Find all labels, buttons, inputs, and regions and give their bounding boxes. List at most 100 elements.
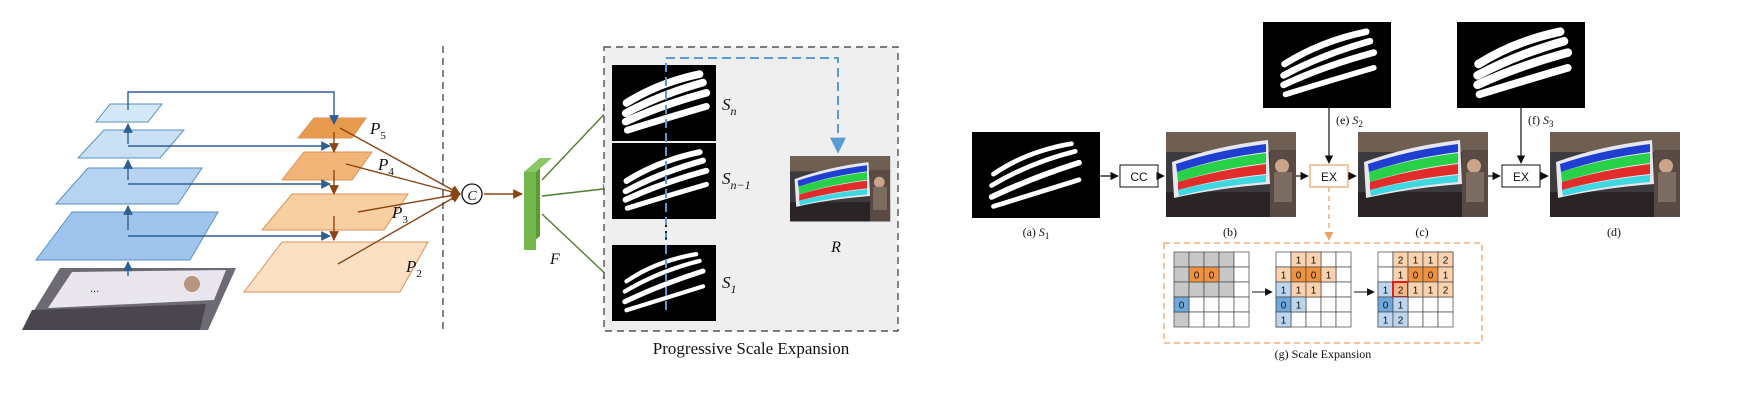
kernel-sn-1-label: Sn−1 xyxy=(722,169,751,192)
grid-cell xyxy=(1188,281,1205,298)
svg-text:C: C xyxy=(467,189,477,204)
expansion-path xyxy=(665,57,846,310)
grid-cell xyxy=(1173,266,1190,283)
grid-cell xyxy=(1218,296,1235,313)
grid-cell-value: 1 xyxy=(1383,286,1389,297)
grid-cell xyxy=(1407,311,1424,328)
grid-cell-filled xyxy=(1275,311,1292,328)
banner-text: ... xyxy=(90,283,99,295)
grid-cell xyxy=(1335,266,1352,283)
grid-cell xyxy=(1275,251,1292,268)
grid-cell xyxy=(1320,296,1337,313)
ex-box-1: EX xyxy=(1309,164,1349,188)
grid-cell-value: 1 xyxy=(1428,256,1434,267)
panel-b xyxy=(1166,132,1296,217)
grid-cell-value: 1 xyxy=(1311,256,1317,267)
grid-cell xyxy=(1203,311,1220,328)
grid-cell-filled xyxy=(1203,266,1220,283)
grid-cell-value: 1 xyxy=(1311,286,1317,297)
grid-cell-value: 2 xyxy=(1398,316,1404,327)
svg-text:CC: CC xyxy=(1130,170,1148,184)
grid-cell xyxy=(1290,311,1307,328)
grid-cell-value: 2 xyxy=(1443,256,1449,267)
grid-cell-value: 0 xyxy=(1209,271,1215,282)
grid-cell-value: 0 xyxy=(1383,301,1389,312)
grid-cell-filled xyxy=(1305,281,1322,298)
grid-cell xyxy=(1203,251,1220,268)
grid-cell-value: 1 xyxy=(1296,256,1302,267)
orange-pyramid xyxy=(242,117,429,293)
grid-cell xyxy=(1335,296,1352,313)
f-label: F xyxy=(549,251,560,268)
grid-cell-value: 0 xyxy=(1311,271,1317,282)
grid-cell-value: 1 xyxy=(1281,286,1287,297)
grid-cell xyxy=(1203,296,1220,313)
kernel-sn-1 xyxy=(612,143,716,219)
grid-cell xyxy=(1377,266,1394,283)
grid-cell-filled xyxy=(1290,296,1307,313)
grid-cell-value: 1 xyxy=(1281,316,1287,327)
result-image xyxy=(790,156,891,222)
panel-a xyxy=(972,132,1100,218)
svg-text:EX: EX xyxy=(1321,170,1337,184)
p5-label: P5 xyxy=(369,119,386,142)
label-b: (b) xyxy=(1223,225,1237,239)
grid-cell-value: 0 xyxy=(1194,271,1200,282)
panel-d xyxy=(1550,132,1680,217)
ex-box-2: EX xyxy=(1501,164,1541,188)
grid-cell xyxy=(1218,311,1235,328)
p3-level xyxy=(260,193,409,231)
grid-cell-value: 1 xyxy=(1398,301,1404,312)
grid-cell-value: 2 xyxy=(1443,286,1449,297)
grid-cell xyxy=(1233,296,1250,313)
pse-title: Progressive Scale Expansion xyxy=(653,339,850,358)
blue-level-3 xyxy=(76,129,186,159)
grid-cell-filled xyxy=(1320,266,1337,283)
fused-feature-f: F xyxy=(524,158,560,268)
grid-cell xyxy=(1335,251,1352,268)
kernel-s1 xyxy=(612,245,716,321)
panel-f xyxy=(1457,22,1585,108)
p3-label: P3 xyxy=(391,203,408,226)
p4-level xyxy=(280,151,373,181)
pipeline-section: (a) S1 CC (b) EX (e) S2 (c) xyxy=(972,22,1680,361)
grid-cell xyxy=(1188,296,1205,313)
grid-cell-value: 1 xyxy=(1296,286,1302,297)
grid-cell-value: 0 xyxy=(1296,271,1302,282)
grid-cell xyxy=(1233,281,1250,298)
grid-cell xyxy=(1320,251,1337,268)
grid-cell-value: 1 xyxy=(1326,271,1332,282)
grid-cell xyxy=(1422,296,1439,313)
grid-cell-value: 0 xyxy=(1281,301,1287,312)
result-label: R xyxy=(830,239,841,256)
p-labels: P5 P4 P3 P2 xyxy=(369,119,422,280)
input-image: ... xyxy=(22,268,236,330)
grid-cell-value: 0 xyxy=(1179,301,1185,312)
label-a: (a) S1 xyxy=(1023,225,1050,241)
grid-cell-value: 0 xyxy=(1428,271,1434,282)
grid-cell-filled xyxy=(1173,296,1190,313)
p4-label: P4 xyxy=(377,155,394,178)
blue-level-2 xyxy=(54,167,203,205)
grid-cell xyxy=(1233,266,1250,283)
grid-cell-value: 1 xyxy=(1413,286,1419,297)
label-f: (f) S3 xyxy=(1528,113,1554,129)
grid-cell xyxy=(1320,311,1337,328)
grid-cell xyxy=(1218,251,1235,268)
grid-cell xyxy=(1203,281,1220,298)
grid-cell xyxy=(1320,281,1337,298)
blue-pyramid xyxy=(35,103,219,261)
grid-cell-value: 1 xyxy=(1383,316,1389,327)
grid-cell xyxy=(1437,311,1454,328)
grid-cell xyxy=(1437,296,1454,313)
grid-cell xyxy=(1407,296,1424,313)
fpn-section: ... xyxy=(22,46,613,330)
grid-cell xyxy=(1335,281,1352,298)
grid-cell-value: 1 xyxy=(1413,256,1419,267)
grid-cell-value: 1 xyxy=(1281,271,1287,282)
grid-cell-value: 1 xyxy=(1428,286,1434,297)
